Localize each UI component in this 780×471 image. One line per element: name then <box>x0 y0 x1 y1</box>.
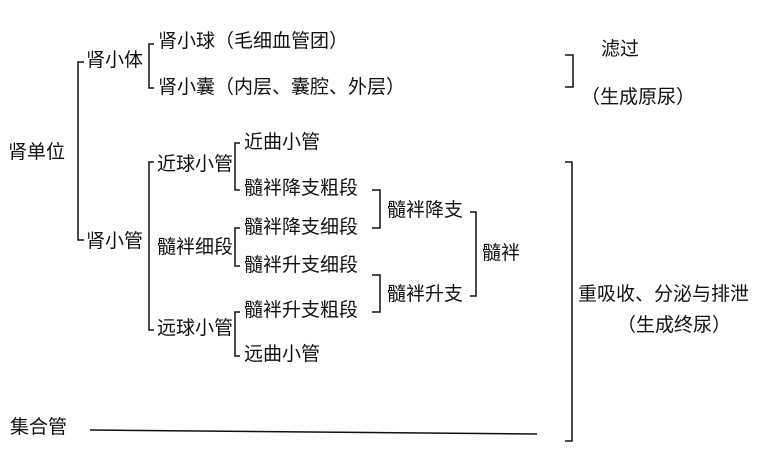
thin-descending-label: 髓袢降支细段 <box>244 216 358 238</box>
distal-label: 远球小管 <box>157 317 233 339</box>
thin-segment-label: 髓袢细段 <box>157 236 233 258</box>
tubule-bracket <box>148 161 154 331</box>
reabsorption-note: （生成终尿） <box>617 314 731 336</box>
thin-ascending-label: 髓袢升支细段 <box>244 254 358 276</box>
tubule-label: 肾小管 <box>86 230 143 252</box>
thick-ascending-label: 髓袢升支粗段 <box>244 299 358 321</box>
thin-bracket <box>234 227 240 267</box>
distal-convoluted-label: 远曲小管 <box>244 343 320 365</box>
loop-descending-label: 髓袢降支 <box>387 199 463 221</box>
loop-ascending-label: 髓袢升支 <box>387 283 463 305</box>
filtration-note: （生成原尿） <box>581 86 695 108</box>
corpuscle-label: 肾小体 <box>86 49 143 71</box>
thick-descending-label: 髓袢降支粗段 <box>244 177 358 199</box>
reabsorption-label: 重吸收、分泌与排泄 <box>578 283 749 305</box>
distal-bracket <box>234 311 240 357</box>
root-label: 肾单位 <box>8 141 65 163</box>
filtration-bracket <box>565 54 574 88</box>
proximal-convoluted-label: 近曲小管 <box>244 131 320 153</box>
root-bracket <box>77 61 84 241</box>
connector-lines <box>77 43 574 442</box>
ascending-bracket <box>372 274 381 313</box>
loop-bracket <box>470 211 477 297</box>
collecting-duct-line <box>89 429 538 435</box>
corpuscle-bracket <box>148 43 154 89</box>
capsule-label: 肾小囊（内层、囊腔、外层） <box>158 76 405 98</box>
filtration-label: 滤过 <box>601 38 639 60</box>
loop-label: 髓袢 <box>482 242 520 264</box>
proximal-label: 近球小管 <box>157 153 233 175</box>
proximal-bracket <box>234 142 240 191</box>
collecting-duct-label: 集合管 <box>10 416 67 438</box>
glomerulus-label: 肾小球（毛细血管团） <box>158 30 348 52</box>
descending-bracket <box>372 189 381 229</box>
reabsorption-bracket <box>565 161 573 442</box>
